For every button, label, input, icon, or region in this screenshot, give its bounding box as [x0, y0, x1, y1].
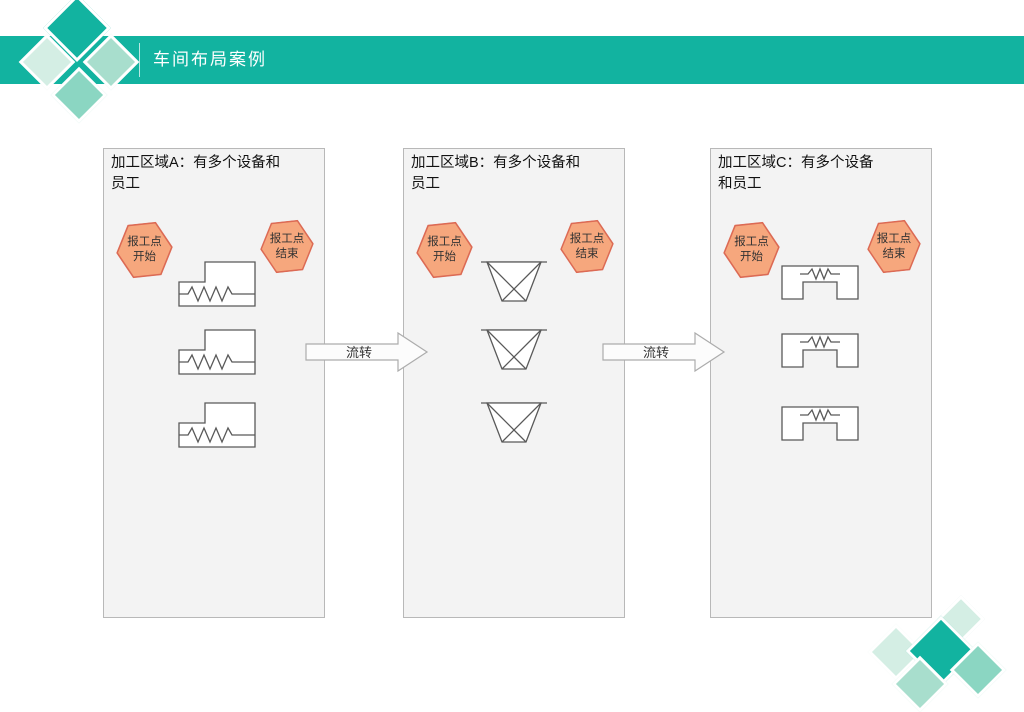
checkpoint-label-line1: 报工点 — [427, 236, 462, 249]
cnc-machine-icon — [178, 329, 256, 375]
panel-title-line1: 加工区域B：有多个设备和 — [411, 155, 581, 171]
panel-title: 加工区域B：有多个设备和 员工 — [411, 153, 617, 195]
panel-title-line2: 和员工 — [718, 176, 762, 193]
panel-title-line2: 员工 — [111, 176, 140, 193]
checkpoint-label-line1: 报工点 — [734, 236, 769, 249]
panel-title: 加工区域A：有多个设备和 员工 — [111, 153, 317, 195]
panel-title-line2: 员工 — [411, 176, 440, 193]
hexagon-icon — [723, 221, 780, 279]
panel-area-a: 加工区域A：有多个设备和 员工 报工点 开始 报工点 结束 — [103, 148, 325, 618]
checkpoint-start-label: 报工点 开始 — [416, 223, 473, 277]
panel-title-line1: 加工区域A：有多个设备和 — [111, 155, 281, 171]
checkpoint-start-hexagon: 报工点 开始 — [723, 221, 780, 279]
hexagon-icon — [867, 219, 921, 274]
checkpoint-label-line2: 开始 — [433, 251, 456, 263]
cnc-machine-icon — [178, 402, 256, 448]
checkpoint-label-line1: 报工点 — [269, 232, 305, 245]
header-band — [0, 36, 1024, 84]
header-divider — [139, 43, 140, 77]
checkpoint-start-hexagon: 报工点 开始 — [116, 221, 173, 279]
checkpoint-label-line2: 开始 — [740, 251, 763, 263]
press-machine-icon — [781, 406, 859, 441]
checkpoint-start-hexagon: 报工点 开始 — [416, 221, 473, 279]
right-arrow-icon: 流转 — [305, 331, 429, 373]
checkpoint-label-line2: 结束 — [575, 247, 599, 260]
panel-title: 加工区域C：有多个设备 和员工 — [718, 153, 924, 195]
checkpoint-label-line2: 结束 — [275, 247, 299, 260]
checkpoint-label-line1: 报工点 — [876, 232, 912, 245]
flow-arrow-label: 流转 — [346, 345, 372, 360]
press-machine-icon — [781, 333, 859, 368]
panel-title-line1: 加工区域C：有多个设备 — [718, 155, 874, 171]
panel-area-b: 加工区域B：有多个设备和 员工 报工点 开始 报工点 结束 — [403, 148, 625, 618]
checkpoint-start-label: 报工点 开始 — [116, 223, 173, 277]
checkpoint-end-label: 报工点 结束 — [560, 221, 614, 272]
checkpoint-label-line1: 报工点 — [569, 232, 605, 245]
page-title: 车间布局案例 — [153, 50, 267, 69]
hopper-machine-icon — [481, 402, 547, 443]
right-arrow-icon: 流转 — [602, 331, 726, 373]
hopper-machine-icon — [481, 329, 547, 370]
checkpoint-end-label: 报工点 结束 — [867, 221, 921, 272]
checkpoint-label-line1: 报工点 — [127, 236, 162, 249]
checkpoint-label-line2: 开始 — [133, 251, 156, 263]
checkpoint-end-hexagon: 报工点 结束 — [260, 219, 314, 274]
hexagon-icon — [416, 221, 473, 279]
panel-area-c: 加工区域C：有多个设备 和员工 报工点 开始 报工点 结束 — [710, 148, 932, 618]
checkpoint-end-hexagon: 报工点 结束 — [560, 219, 614, 274]
cnc-machine-icon — [178, 261, 256, 307]
checkpoint-end-hexagon: 报工点 结束 — [867, 219, 921, 274]
press-machine-icon — [781, 265, 859, 300]
checkpoint-label-line2: 结束 — [882, 247, 906, 260]
flow-arrow-label: 流转 — [643, 345, 669, 360]
hopper-machine-icon — [481, 261, 547, 302]
hexagon-icon — [260, 219, 314, 274]
checkpoint-end-label: 报工点 结束 — [260, 221, 314, 272]
flow-arrow-2: 流转 — [602, 330, 726, 374]
hexagon-icon — [116, 221, 173, 279]
flow-arrow-1: 流转 — [305, 330, 429, 374]
hexagon-icon — [560, 219, 614, 274]
checkpoint-start-label: 报工点 开始 — [723, 223, 780, 277]
